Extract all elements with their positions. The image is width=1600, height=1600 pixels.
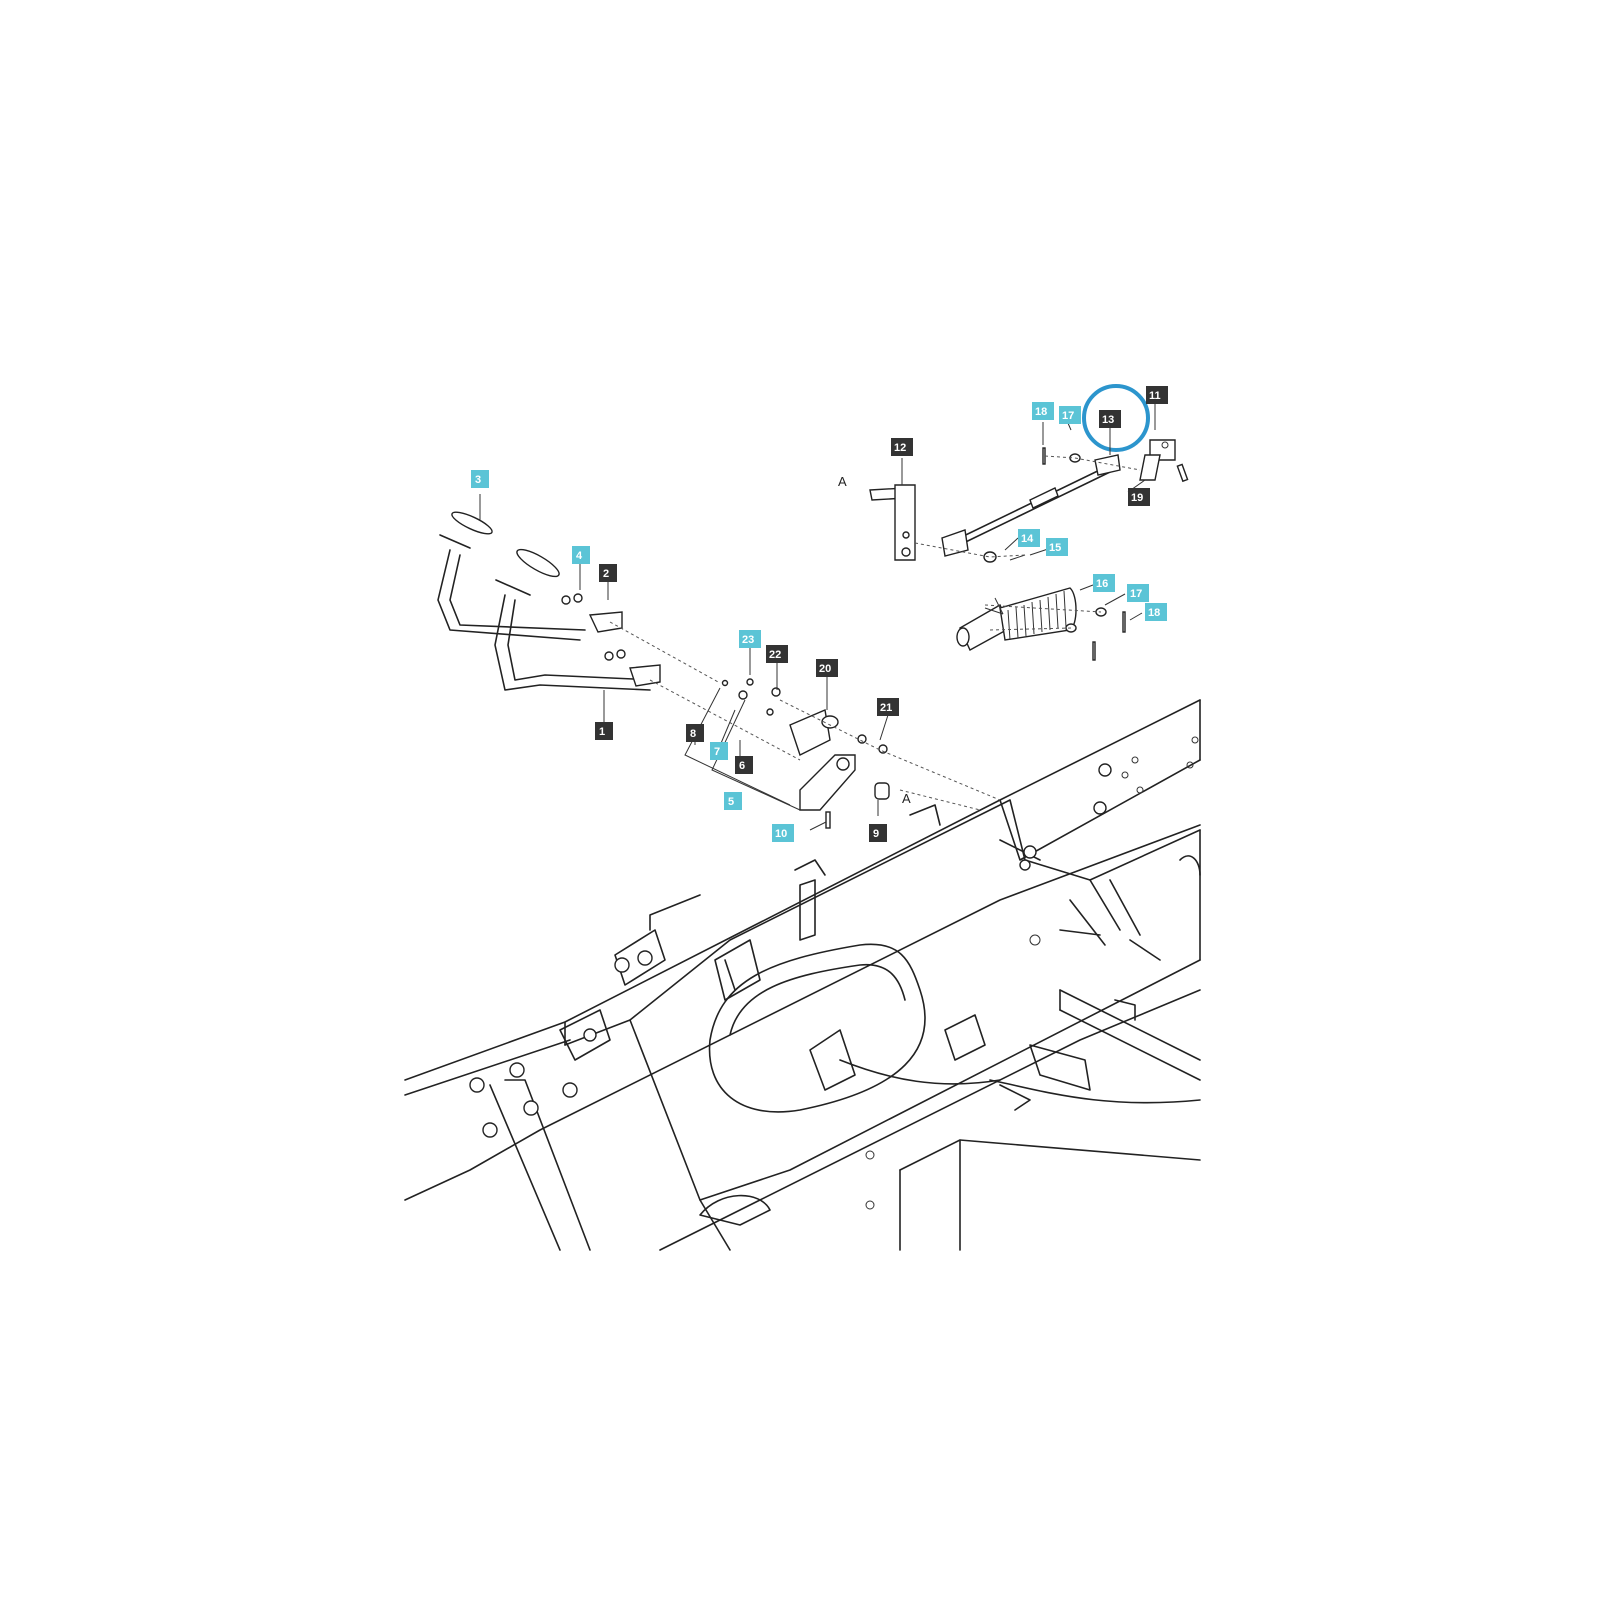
- svg-text:1: 1: [599, 726, 605, 738]
- callout-19: 19: [1128, 488, 1150, 506]
- svg-text:15: 15: [1049, 542, 1061, 554]
- callout-16: 16: [1093, 574, 1115, 592]
- svg-text:3: 3: [475, 474, 481, 486]
- svg-text:17: 17: [1130, 588, 1142, 600]
- svg-text:9: 9: [873, 828, 879, 840]
- pedal-assembly: [437, 511, 661, 691]
- svg-text:22: 22: [769, 649, 781, 661]
- svg-text:6: 6: [739, 760, 745, 772]
- callout-5: 5: [724, 792, 742, 810]
- svg-text:7: 7: [714, 746, 720, 758]
- callout-18-top: 18: [1032, 402, 1054, 420]
- callout-3: 3: [471, 470, 489, 488]
- highlight-ring: [1082, 384, 1150, 452]
- callout-12: 12: [891, 438, 913, 456]
- svg-text:10: 10: [775, 828, 787, 840]
- svg-text:2: 2: [603, 568, 609, 580]
- svg-text:19: 19: [1131, 492, 1143, 504]
- callout-11: 11: [1146, 386, 1168, 404]
- callout-1: 1: [595, 722, 613, 740]
- callout-21: 21: [877, 698, 899, 716]
- reference-letter-a-bottom: A: [902, 791, 911, 806]
- callout-4: 4: [572, 546, 590, 564]
- svg-text:8: 8: [690, 728, 696, 740]
- svg-text:11: 11: [1149, 390, 1161, 402]
- callout-8: 8: [686, 724, 704, 742]
- linkage-rod-assembly: [869, 439, 1189, 661]
- svg-text:18: 18: [1035, 406, 1047, 418]
- callout-18-bottom: 18: [1145, 603, 1167, 621]
- chassis-frame: [404, 699, 1201, 1251]
- callout-23: 23: [739, 630, 761, 648]
- callout-17-top: 17: [1059, 406, 1081, 424]
- callout-22: 22: [766, 645, 788, 663]
- callout-15: 15: [1046, 538, 1068, 556]
- reference-letter-a-top: A: [838, 474, 847, 489]
- svg-text:14: 14: [1021, 533, 1034, 545]
- pivot-bracket-assembly: [609, 621, 1001, 829]
- svg-text:17: 17: [1062, 410, 1074, 422]
- svg-text:16: 16: [1096, 578, 1108, 590]
- svg-text:20: 20: [819, 663, 831, 675]
- callout-20: 20: [816, 659, 838, 677]
- callout-2: 2: [599, 564, 617, 582]
- svg-text:23: 23: [742, 634, 754, 646]
- callout-14: 14: [1018, 529, 1040, 547]
- callout-6: 6: [735, 756, 753, 774]
- callout-7: 7: [710, 742, 728, 760]
- svg-text:21: 21: [880, 702, 892, 714]
- svg-text:18: 18: [1148, 607, 1160, 619]
- callout-10: 10: [772, 824, 794, 842]
- svg-text:4: 4: [576, 550, 583, 562]
- callout-17-bottom: 17: [1127, 584, 1149, 602]
- svg-text:13: 13: [1102, 414, 1114, 426]
- svg-text:12: 12: [894, 442, 906, 454]
- svg-text:5: 5: [728, 796, 734, 808]
- callout-13: 13: [1099, 410, 1121, 428]
- callout-9: 9: [869, 824, 887, 842]
